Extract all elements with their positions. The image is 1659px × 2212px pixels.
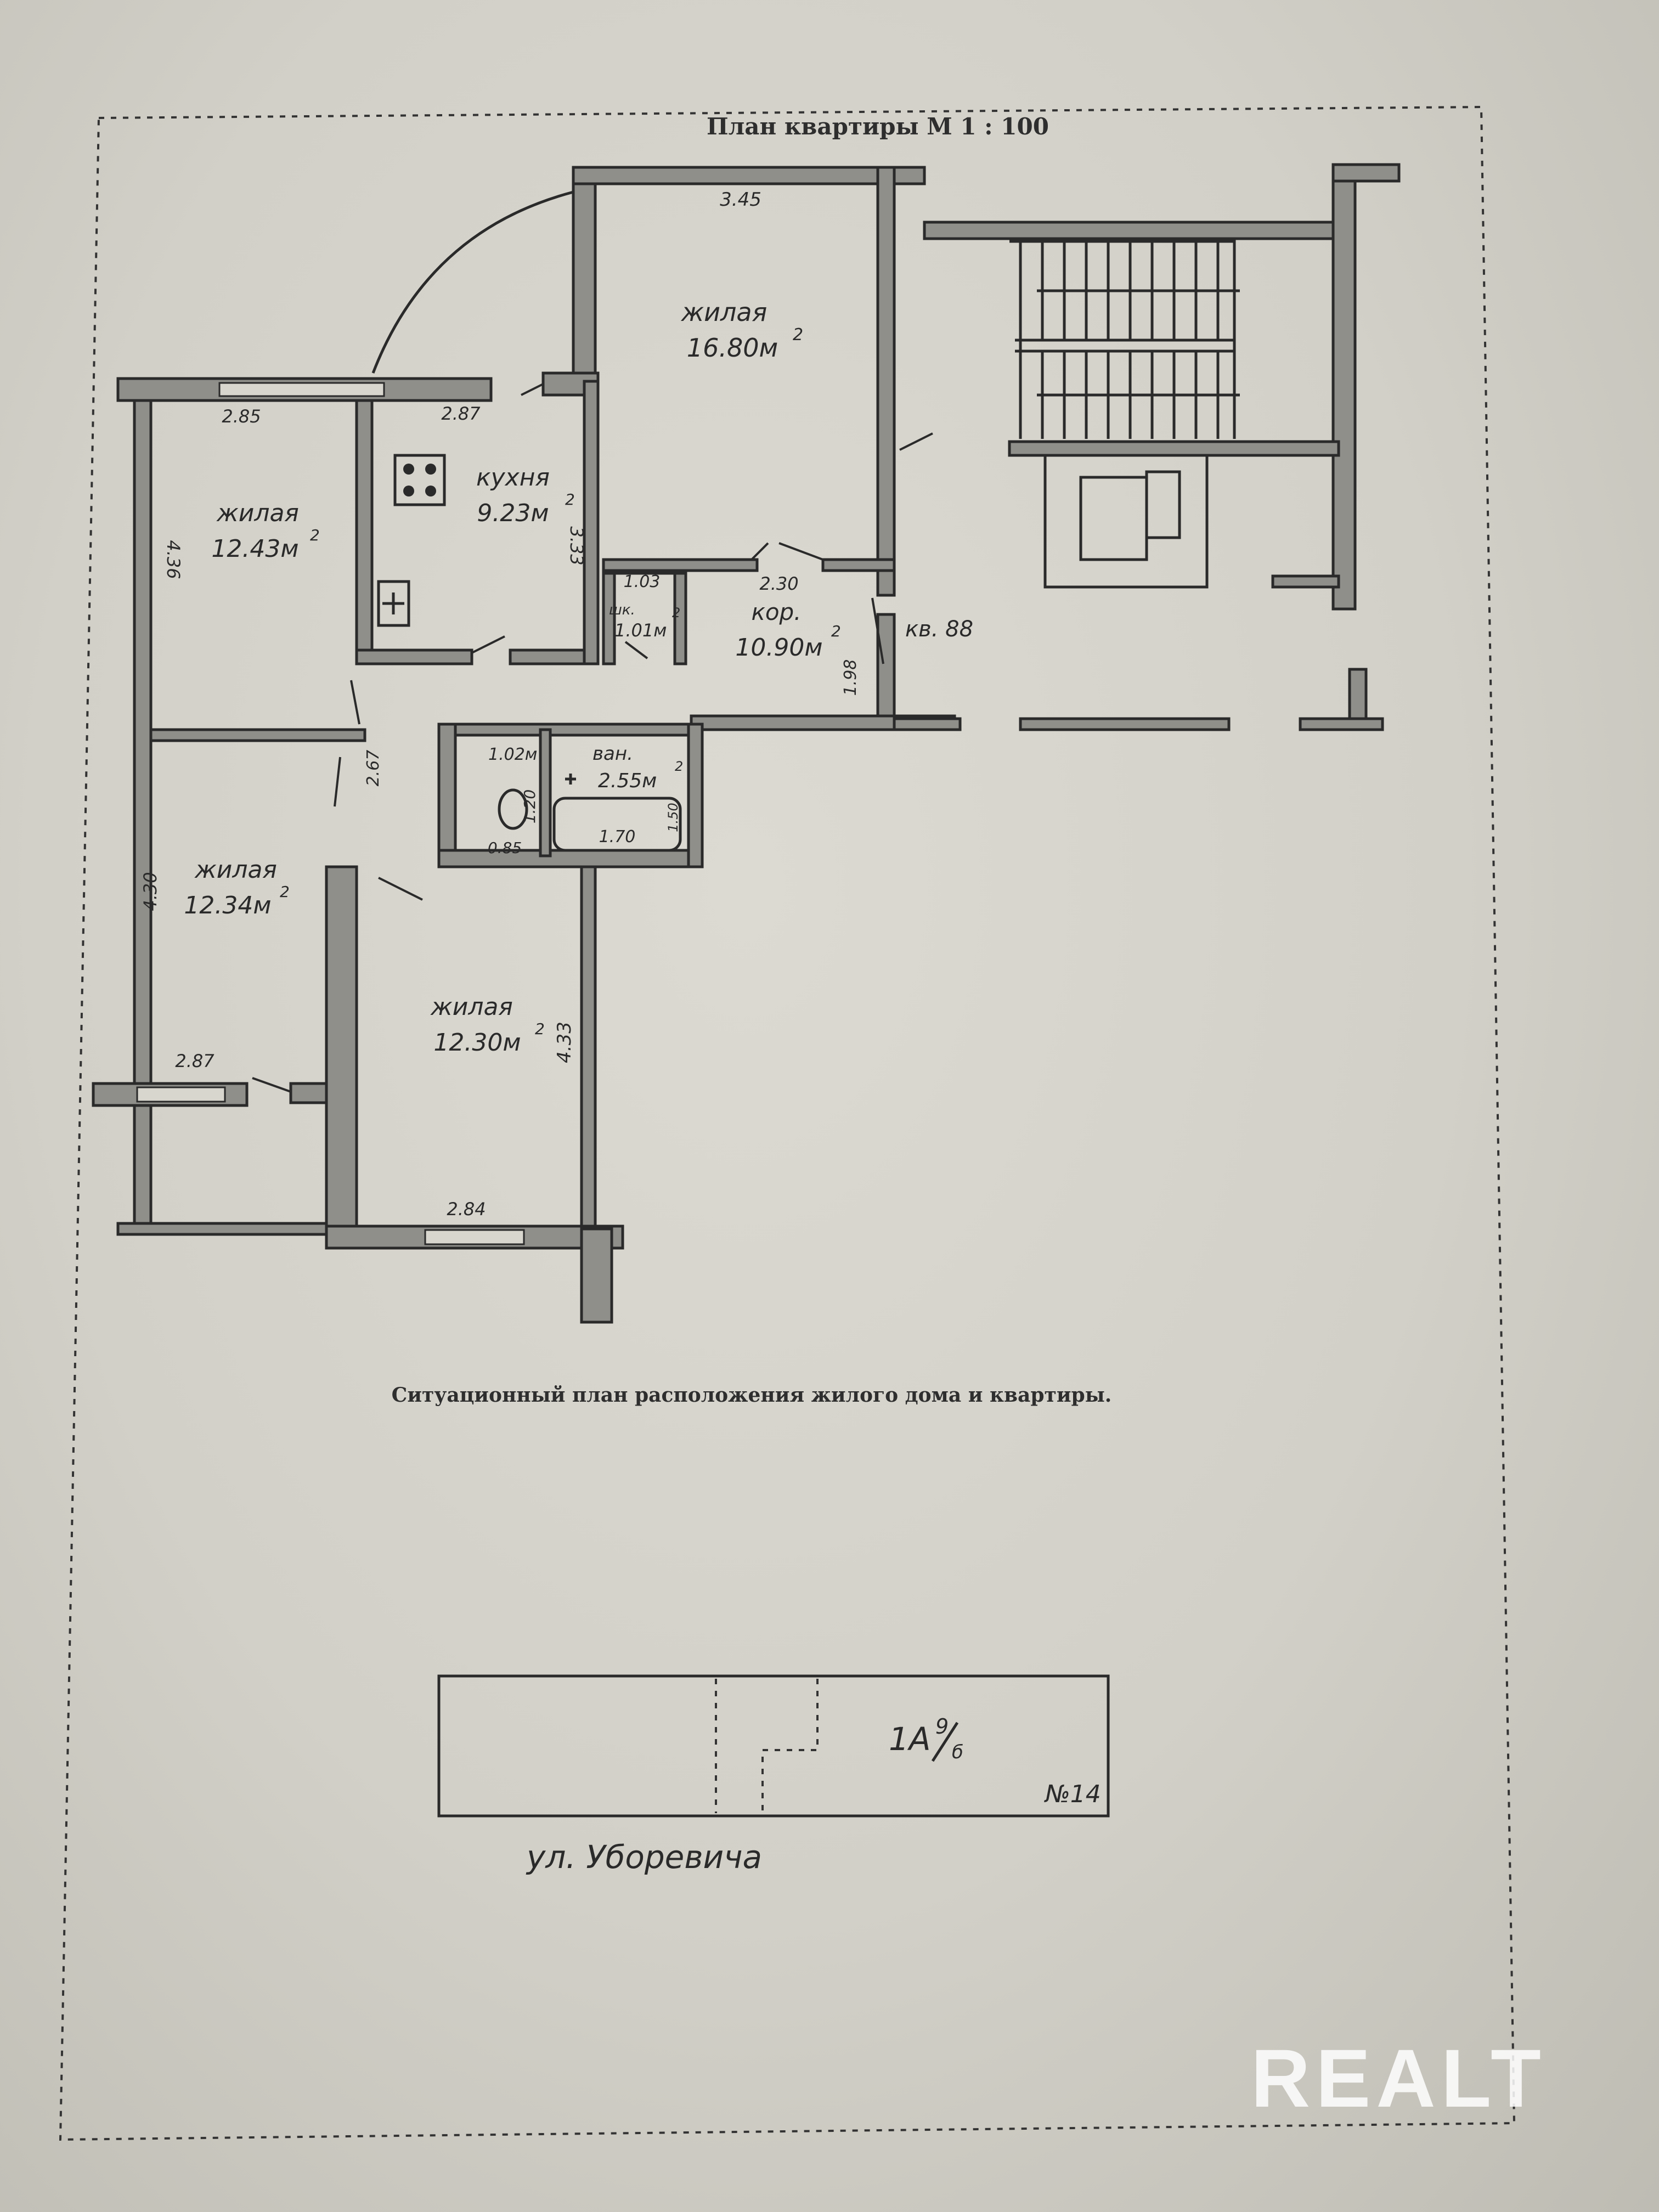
dim-corridor-width: 2.30: [759, 573, 798, 594]
room-name-living-left-top: жилая: [216, 499, 299, 527]
room-area-living-bottom: 12.30м: [433, 1029, 521, 1057]
sup-storage: 2: [672, 605, 680, 620]
door-swings: [252, 383, 933, 1093]
sup-living-left-bottom: 2: [280, 883, 290, 901]
stairwell: [893, 163, 1401, 731]
toilet-icon: [498, 788, 528, 830]
dim-kitchen-depth: 3.33: [566, 526, 587, 565]
kitchen-sink-icon: [377, 580, 410, 627]
stove-icon: [393, 454, 446, 506]
balcony-arc: [371, 190, 574, 374]
room-name-living-bottom: жилая: [430, 993, 513, 1021]
dim-corridor-depth: 1.98: [841, 659, 860, 696]
room-name-bath: ван.: [592, 743, 633, 765]
apartment-label: кв. 88: [905, 617, 973, 642]
sup-kitchen: 2: [565, 490, 575, 509]
sup-corridor: 2: [831, 622, 841, 640]
room-labels: жилая 16.80м 2 жилая 12.43м 2 кухня 9.23…: [184, 297, 973, 1057]
room-area-kitchen: 9.23м: [477, 499, 549, 527]
street-label: ул. Уборевича: [526, 1838, 762, 1876]
room-area-living-top: 16.80м: [687, 333, 778, 363]
room-area-storage: 1.01м: [614, 620, 667, 641]
room-name-kitchen: кухня: [476, 464, 550, 492]
dim-kitchen-width: 2.87: [441, 403, 481, 424]
sheet-frame: [59, 105, 1516, 2141]
room-area-toilet: 1.02м: [488, 745, 537, 764]
room-area-corridor: 10.90м: [735, 634, 822, 662]
sup-living-bottom: 2: [535, 1020, 545, 1038]
dim-toilet-depth: 1.20: [521, 789, 539, 823]
building-label: 1А: [889, 1720, 931, 1758]
dim-storage-width: 1.03: [624, 572, 661, 591]
sup-living-top: 2: [793, 325, 803, 345]
apartment-walls: [92, 166, 956, 1324]
room-name-living-top: жилая: [681, 297, 768, 327]
dim-left-top-width: 2.85: [222, 406, 261, 427]
building-fraction-num: 9: [935, 1714, 949, 1739]
dimension-labels: 3.45 2.85 2.87 4.36 3.33 1.03 2.30 1.98 …: [140, 189, 860, 1220]
dim-bottom-room-depth: 4.33: [554, 1022, 575, 1063]
room-area-bath: 2.55м: [598, 770, 657, 792]
sup-bath: 2: [675, 759, 683, 774]
dim-bottom-room-width: 2.84: [447, 1199, 486, 1220]
building-fraction-den: б: [952, 1741, 963, 1763]
dim-left-bottom-depth: 4.30: [140, 872, 161, 911]
dim-left-bottom-width: 2.87: [175, 1051, 215, 1071]
dim-left-top-depth: 4.36: [163, 540, 184, 579]
sup-living-left-top: 2: [310, 526, 320, 544]
room-area-living-left-top: 12.43м: [211, 535, 298, 563]
house-number: №14: [1043, 1780, 1101, 1808]
dim-top-room-width: 3.45: [720, 189, 761, 211]
site-plan: 1А 9 б №14 ул. Уборевича: [437, 1674, 1110, 1876]
dim-bath-length: 1.70: [599, 827, 636, 847]
dim-passage: 2.67: [364, 750, 383, 787]
room-name-corridor: кор.: [751, 599, 801, 625]
building-outline: [437, 1674, 1110, 1818]
realt-watermark: REALT: [1251, 2032, 1547, 2124]
room-name-living-left-bottom: жилая: [194, 856, 277, 884]
dim-bath-depth: 1.50: [665, 803, 681, 832]
room-area-living-left-bottom: 12.34м: [184, 891, 271, 919]
bathtub-icon: [552, 774, 682, 852]
dim-toilet-width: 0.85: [488, 839, 522, 857]
room-name-storage: шк.: [609, 602, 635, 618]
situation-caption: Ситуационный план расположения жилого до…: [392, 1384, 1112, 1407]
plan-title: План квартиры М 1 : 100: [707, 113, 1049, 140]
